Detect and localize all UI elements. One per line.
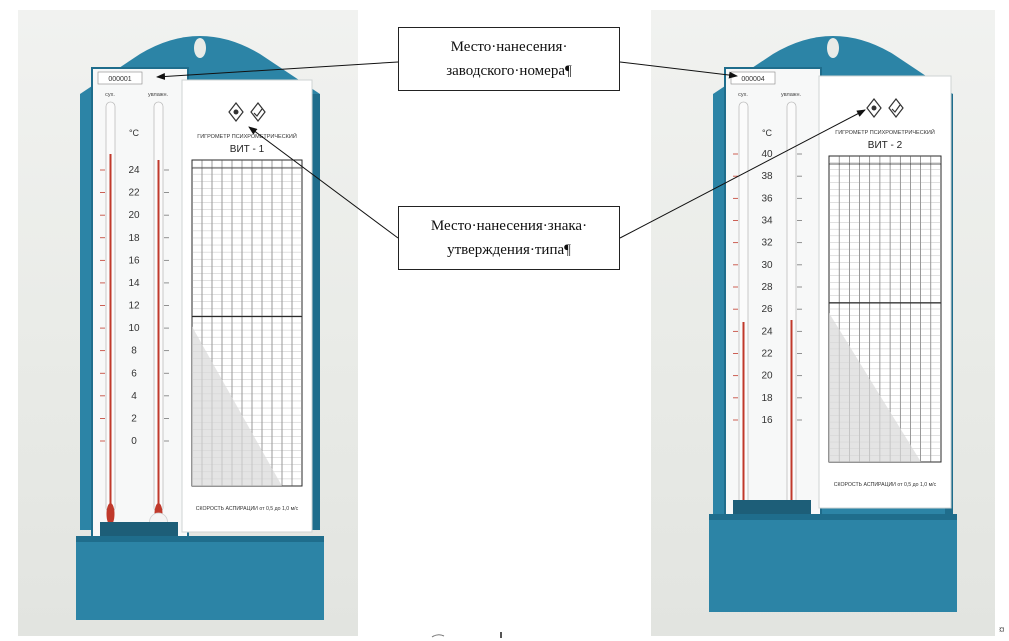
celsius-unit: °C bbox=[762, 128, 773, 138]
verification-mark bbox=[888, 98, 904, 118]
reservoir-opening bbox=[733, 500, 811, 514]
scale-label: 22 bbox=[761, 349, 773, 360]
scale-label: 14 bbox=[128, 278, 140, 289]
callout-serial-line-2: заводского·номера¶ bbox=[446, 63, 572, 79]
scan-artifact bbox=[431, 632, 502, 638]
hygrometer-vit2-illustration: 000004 сух. увлажн. °C 40 38 36 34 32 30 28 26 24 22 2… bbox=[709, 36, 957, 612]
photo-hygrometer-vit2: 000004 сух. увлажн. °C 40 38 36 34 32 30 28 26 24 22 2… bbox=[651, 10, 995, 636]
reservoir-opening bbox=[100, 522, 178, 536]
verification-mark bbox=[250, 102, 266, 122]
dry-mercury-column bbox=[109, 154, 112, 508]
wet-column-label: увлажн. bbox=[148, 92, 169, 98]
card-footer: СКОРОСТЬ АСПИРАЦИИ от 0,5 до 1,0 м/с bbox=[196, 506, 299, 512]
scale-label: 20 bbox=[128, 210, 140, 221]
scale-label: 36 bbox=[761, 193, 773, 204]
housing-edge-shadow bbox=[312, 94, 320, 530]
scale-label: 2 bbox=[131, 413, 137, 424]
reservoir-top-edge bbox=[709, 514, 957, 520]
scale-label: 8 bbox=[131, 346, 137, 357]
dry-bulb bbox=[106, 503, 115, 525]
reservoir-top-edge bbox=[76, 536, 324, 542]
callout-approval-line-1: Место·нанесения·знака· bbox=[430, 218, 588, 234]
verification-mark-check bbox=[253, 108, 263, 117]
callout-serial-line-1: Место·нанесения· bbox=[450, 39, 568, 55]
dry-column-label: сух. bbox=[738, 92, 748, 98]
callout-type-approval-mark-location: Место·нанесения·знака· утверждения·типа¶ bbox=[398, 206, 620, 270]
scale-label: 30 bbox=[761, 260, 773, 271]
scale-label: 22 bbox=[128, 188, 140, 199]
verification-mark-check bbox=[891, 104, 901, 113]
water-reservoir-box bbox=[76, 536, 324, 620]
scale-label: 34 bbox=[761, 216, 773, 227]
hygrometer-vit1-illustration: 000001сух.увлажн.°C242220181614121086420… bbox=[76, 36, 324, 620]
serial-number: 000001 bbox=[108, 76, 131, 83]
wet-mercury-column bbox=[157, 160, 160, 508]
dry-mercury-column bbox=[742, 322, 745, 508]
scale-label: 12 bbox=[128, 301, 140, 312]
leader-serial-left bbox=[156, 61, 399, 80]
scale-label: 18 bbox=[761, 393, 773, 404]
scale-label: 26 bbox=[761, 304, 773, 315]
page-mark: ¤ bbox=[999, 624, 1005, 636]
leader-approval-left bbox=[248, 126, 399, 239]
scale-label: 20 bbox=[761, 371, 773, 382]
wet-mercury-column bbox=[790, 320, 793, 508]
callout-approval-line-2: утверждения·типа¶ bbox=[447, 242, 571, 258]
card-header: ГИГРОМЕТР ПСИХРОМЕТРИЧЕСКИЙ bbox=[835, 128, 935, 136]
leader-approval-right bbox=[619, 109, 866, 239]
serial-number: 000004 bbox=[741, 76, 764, 83]
water-reservoir-box bbox=[709, 514, 957, 612]
scale-label: 10 bbox=[128, 323, 140, 334]
wet-column-label: увлажн. bbox=[781, 92, 802, 98]
scale-label: 16 bbox=[761, 415, 773, 426]
card-model: ВИТ - 2 bbox=[868, 140, 903, 151]
type-approval-mark-dot bbox=[871, 105, 877, 111]
scale-label: 4 bbox=[131, 391, 137, 402]
scale-label: 18 bbox=[128, 233, 140, 244]
scale-label: 40 bbox=[761, 149, 773, 160]
scale-label: 6 bbox=[131, 368, 137, 379]
type-approval-mark bbox=[228, 102, 244, 122]
table-values-region bbox=[192, 326, 282, 486]
hanging-hole bbox=[827, 38, 839, 58]
type-approval-mark-dot bbox=[233, 109, 239, 115]
scale-label: 0 bbox=[131, 436, 137, 447]
scale-label: 16 bbox=[128, 255, 140, 266]
hanging-hole bbox=[194, 38, 206, 58]
celsius-unit: °C bbox=[129, 128, 140, 138]
scale-label: 24 bbox=[761, 326, 773, 337]
dry-column-label: сух. bbox=[105, 92, 115, 98]
scale-label: 24 bbox=[128, 165, 140, 176]
leader-serial-right bbox=[619, 61, 738, 79]
card-footer: СКОРОСТЬ АСПИРАЦИИ от 0,5 до 1,0 м/с bbox=[834, 482, 937, 488]
table-values-region bbox=[829, 312, 921, 462]
type-approval-mark bbox=[866, 98, 882, 118]
scale-label: 32 bbox=[761, 238, 773, 249]
scale-label: 28 bbox=[761, 282, 773, 293]
serial-number-box bbox=[97, 71, 143, 85]
scale-label: 38 bbox=[761, 171, 773, 182]
card-model: ВИТ - 1 bbox=[230, 144, 265, 155]
callout-serial-number-location: Место·нанесения· заводского·номера¶ bbox=[398, 27, 620, 91]
card-header: ГИГРОМЕТР ПСИХРОМЕТРИЧЕСКИЙ bbox=[197, 132, 297, 140]
